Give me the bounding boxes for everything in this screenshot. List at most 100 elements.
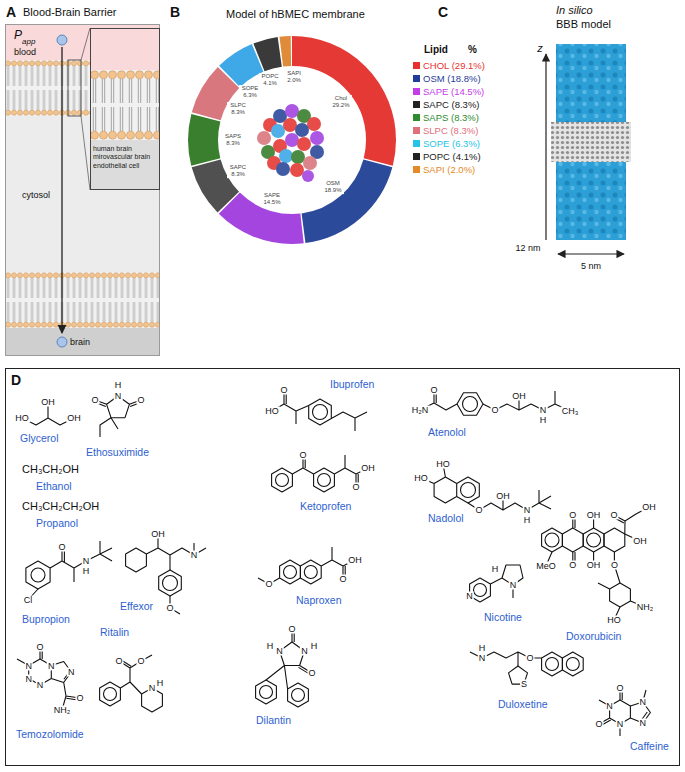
- legend-row: CHOL (29.1%): [413, 60, 485, 71]
- atom-label: N: [523, 506, 532, 515]
- atom-label: N: [465, 592, 474, 601]
- text-label: 12 nm: [515, 243, 540, 253]
- panel-letter: C: [438, 4, 448, 20]
- atom-label: N: [275, 647, 284, 656]
- text-label: 5 nm: [581, 261, 601, 271]
- atom-label: O: [490, 406, 499, 415]
- compound-name: Ketoprofen: [300, 500, 351, 512]
- legend-swatch: [413, 140, 420, 147]
- atom-label: N: [47, 661, 56, 670]
- node-text: D: [11, 372, 21, 388]
- text-label: brain: [70, 337, 90, 347]
- legend-swatch: [413, 153, 420, 160]
- atom-label: O: [136, 657, 145, 666]
- atom-label: OH: [495, 492, 511, 501]
- bbb-box-model: [546, 44, 631, 254]
- atom-label: OH: [150, 530, 166, 539]
- atom-label: OH: [511, 392, 527, 401]
- atom-label: OH: [360, 464, 376, 473]
- atom-label: N: [616, 720, 625, 729]
- atom-label: H: [539, 416, 548, 425]
- bbb-illustration: [5, 24, 160, 356]
- atom-label: O: [568, 561, 577, 570]
- atom-label: O: [90, 396, 99, 405]
- legend-text: SAPI (2.0%): [423, 164, 475, 175]
- atom-label: OH: [66, 414, 82, 423]
- atom-label: O: [338, 575, 347, 584]
- legend-swatch: [413, 75, 420, 82]
- atom-label: O: [298, 451, 307, 460]
- legend-text: POPC (4.1%): [423, 151, 481, 162]
- atom-label: N: [639, 698, 648, 707]
- atom-label: HO: [435, 460, 451, 469]
- node-text: Blood-Brain Barrier: [23, 6, 117, 19]
- atom-label: N: [67, 668, 76, 677]
- atom-label: H: [491, 565, 500, 574]
- atom-label: OH: [347, 556, 363, 565]
- atom-label: H₂N: [411, 406, 430, 415]
- text-label: z: [537, 42, 543, 55]
- atom-label: H: [114, 381, 123, 390]
- compound-name: Ritalin: [100, 626, 129, 638]
- atom-label: H: [523, 516, 532, 525]
- atom-label: OH: [586, 511, 602, 520]
- segment-label: Chol 29.2%: [330, 95, 352, 109]
- legend-row: SAPC (8.3%): [413, 99, 480, 110]
- atom-label: Cl: [23, 596, 34, 605]
- atom-label: N: [36, 681, 45, 690]
- legend-text: CHOL (29.1%): [423, 60, 485, 71]
- atom-label: N: [24, 674, 33, 683]
- legend-row: SOPE (6.3%): [413, 138, 480, 149]
- atom-label: MeO: [535, 562, 557, 571]
- atom-label: O: [75, 694, 84, 703]
- atom-label: HO: [413, 474, 429, 483]
- panel-letter: A: [6, 4, 16, 20]
- text-label: P: [14, 29, 22, 43]
- atom-label: H: [310, 642, 319, 651]
- atom-label: NH₂: [53, 706, 72, 715]
- legend-swatch: [413, 127, 420, 134]
- legend-text: OSM (18.8%): [423, 73, 481, 84]
- atom-label: S: [520, 680, 528, 689]
- compound-name: Propanol: [36, 517, 78, 529]
- atom-label: HO: [606, 616, 622, 625]
- atom-label: H: [266, 642, 275, 651]
- legend-row: SAPE (14.5%): [413, 86, 484, 97]
- legend-text: SAPE (14.5%): [423, 86, 484, 97]
- atom-label: O: [610, 561, 619, 570]
- panel-frame: D: [5, 368, 680, 766]
- legend-swatch: [413, 101, 420, 108]
- inset-box: human brain mirovascular brain endotheli…: [90, 28, 160, 190]
- atom-label: H: [82, 567, 91, 576]
- compound-name: Glycerol: [20, 432, 59, 444]
- segment-label: SAPC 8.3%: [227, 164, 249, 178]
- segment-label: SAPE 14.5%: [261, 192, 283, 206]
- atom-label: N: [148, 684, 157, 693]
- atom-label: HO: [264, 407, 280, 416]
- atom-label: N: [24, 661, 33, 670]
- atom-label: O: [594, 720, 603, 729]
- compound-name: Bupropion: [22, 613, 70, 625]
- compound-name: Atenolol: [428, 426, 466, 438]
- panel-letter: B: [170, 4, 180, 20]
- segment-label: OSM 18.9%: [322, 180, 344, 194]
- atom-label: OH: [586, 561, 602, 570]
- legend-row: SLPC (8.3%): [413, 125, 478, 136]
- text-label: Lipid: [424, 44, 448, 56]
- legend-swatch: [413, 114, 420, 121]
- segment-label: SAPS 8.3%: [222, 133, 244, 147]
- atom-label: N: [114, 392, 123, 401]
- atom-label: OH: [641, 503, 657, 512]
- text-label: In silico: [556, 4, 593, 17]
- legend-swatch: [413, 166, 420, 173]
- legend-swatch: [413, 62, 420, 69]
- compound-name: Doxorubicin: [566, 630, 621, 642]
- atom-label: O: [525, 654, 534, 663]
- segment-label: POPC 4.1%: [259, 73, 281, 87]
- compound-name: Nadolol: [428, 512, 464, 524]
- atom-label: O: [279, 386, 288, 395]
- atom-label: O: [114, 657, 123, 666]
- atom-label: O: [351, 483, 360, 492]
- compound-name: Ethanol: [36, 480, 72, 492]
- atom-label: HO: [14, 414, 30, 423]
